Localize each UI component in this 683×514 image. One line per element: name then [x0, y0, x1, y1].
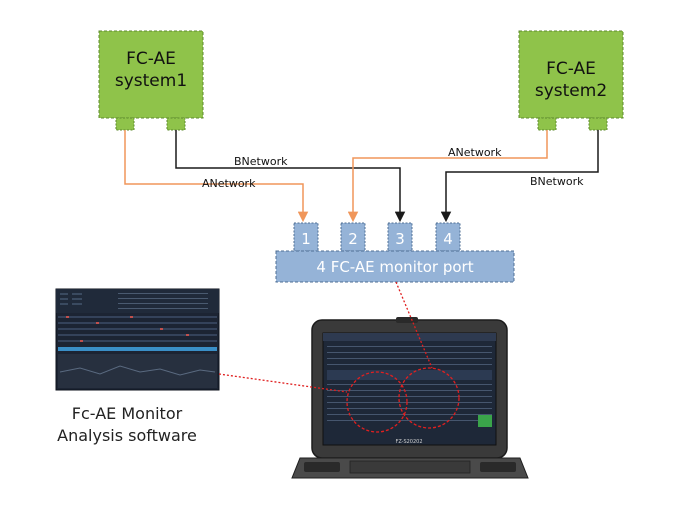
system1-label-line2: system1 [115, 71, 187, 91]
highlight-circle-right [398, 367, 460, 429]
system2-label-line1: FC-AE [546, 59, 596, 79]
software-to-screen-leader [218, 373, 348, 393]
software-caption-line2: Analysis software [57, 426, 197, 445]
system1-bnetwork-label: BNetwork [234, 155, 288, 168]
port-1-label: 1 [301, 230, 311, 248]
system1-connector-a [115, 117, 135, 131]
laptop-handle-left [304, 462, 340, 472]
laptop-screen [322, 332, 497, 446]
port-3-label: 3 [395, 230, 405, 248]
laptop-latch [396, 317, 418, 323]
fc-ae-system1: FC-AE system1 [98, 30, 204, 131]
software-caption-line1: Fc-AE Monitor [72, 404, 183, 423]
system2-label-line2: system2 [535, 81, 607, 101]
laptop-handle-right [480, 462, 516, 472]
monitor-port-4: 4 [435, 222, 461, 252]
rugged-laptop: FZ-S20202 [291, 317, 529, 479]
monitor-port-1: 1 [293, 222, 319, 252]
laptop-hinge [349, 460, 471, 474]
monitor-port-3: 3 [387, 222, 413, 252]
system1-anetwork-label: ANetwork [202, 177, 256, 190]
fc-ae-system2: FC-AE system2 [518, 30, 624, 131]
system1-connector-b [166, 117, 186, 131]
system2-bnetwork-label: BNetwork [530, 175, 584, 188]
fc-ae-monitor-port-bar: 4 FC-AE monitor port [275, 250, 515, 283]
screen-table-lines [327, 346, 492, 421]
system2-connector-b [588, 117, 608, 131]
system1-bnetwork-link [175, 130, 406, 223]
analysis-software-screenshot [55, 288, 220, 391]
screen-status-indicator [478, 415, 492, 427]
laptop-brand: FZ-S20202 [395, 439, 422, 445]
system1-label-line1: FC-AE [126, 49, 176, 69]
monitor-port-to-screen-leader [395, 281, 433, 369]
system2-connector-a [537, 117, 557, 131]
highlight-circle-left [346, 371, 408, 433]
system1-anetwork-link [124, 130, 309, 223]
system2-anetwork-link [347, 130, 548, 223]
system2-bnetwork-link [440, 130, 599, 223]
monitor-port-label: 4 FC-AE monitor port [316, 258, 473, 276]
port-4-label: 4 [443, 230, 453, 248]
system2-anetwork-label: ANetwork [448, 146, 502, 159]
screen-toolbar [323, 333, 496, 341]
monitor-port-2: 2 [340, 222, 366, 252]
port-2-label: 2 [348, 230, 358, 248]
